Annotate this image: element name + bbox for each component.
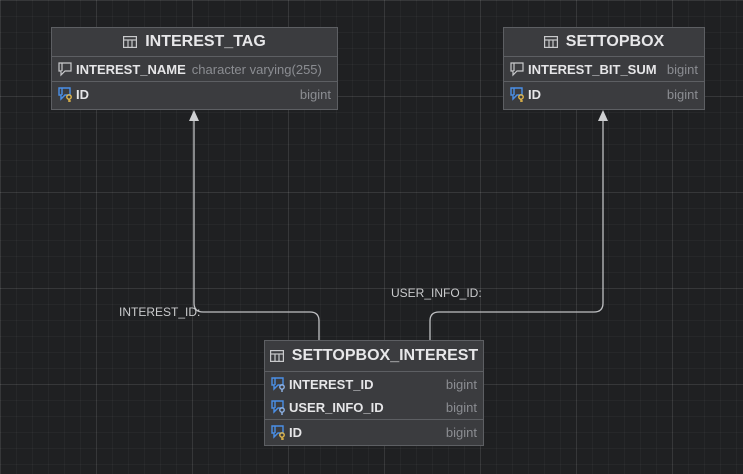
relation-line-settopbox[interactable]: [429, 120, 604, 340]
foreign-key-icon: [269, 375, 287, 393]
table-icon: [543, 36, 558, 48]
relation-arrow-interest-tag: [189, 110, 199, 121]
column-row[interactable]: ID bigint: [265, 421, 483, 443]
column-type: bigint: [445, 399, 477, 415]
column-name: ID: [76, 86, 89, 102]
table-icon: [269, 350, 284, 362]
entity-title: SETTOPBOX: [565, 33, 665, 50]
entity-interest-tag[interactable]: INTEREST_TAG INTEREST_NAME character var…: [51, 27, 338, 110]
column-icon: [508, 60, 526, 78]
entity-header[interactable]: INTEREST_TAG: [52, 28, 337, 57]
relation-label-interest-id: INTEREST_ID:: [119, 305, 201, 319]
column-name: INTEREST_BIT_SUM: [528, 61, 657, 77]
column-type: bigint: [445, 424, 477, 440]
column-type: character varying(255): [191, 61, 322, 77]
primary-key-icon: [56, 85, 74, 103]
column-type: bigint: [666, 86, 698, 102]
relation-arrow-settopbox: [598, 110, 608, 121]
entity-settopbox[interactable]: SETTOPBOX INTEREST_BIT_SUM bigint ID big…: [503, 27, 705, 110]
foreign-key-icon: [269, 398, 287, 416]
entity-title: INTEREST_TAG: [145, 33, 266, 50]
relation-label-user-info-id: USER_INFO_ID:: [391, 286, 482, 300]
column-name: USER_INFO_ID: [289, 399, 384, 415]
column-row[interactable]: ID bigint: [52, 83, 337, 105]
column-name: ID: [528, 86, 541, 102]
column-type: bigint: [445, 376, 477, 392]
column-type: bigint: [666, 61, 698, 77]
column-type: bigint: [299, 86, 331, 102]
column-row[interactable]: INTEREST_NAME character varying(255): [52, 58, 337, 80]
column-icon: [56, 60, 74, 78]
entity-settopbox-interest[interactable]: SETTOPBOX_INTEREST INTEREST_ID bigint US…: [264, 340, 484, 446]
column-row[interactable]: INTEREST_BIT_SUM bigint: [504, 58, 704, 80]
primary-key-icon: [269, 423, 287, 441]
column-row[interactable]: ID bigint: [504, 83, 704, 105]
column-row[interactable]: INTEREST_ID bigint: [265, 373, 483, 395]
table-icon: [123, 36, 138, 48]
column-row[interactable]: USER_INFO_ID bigint: [265, 396, 483, 418]
entity-header[interactable]: SETTOPBOX: [504, 28, 704, 57]
column-name: INTEREST_ID: [289, 376, 374, 392]
relation-line-interest-tag[interactable]: [193, 120, 320, 340]
primary-key-icon: [508, 85, 526, 103]
entity-header[interactable]: SETTOPBOX_INTEREST: [265, 341, 483, 372]
entity-title: SETTOPBOX_INTEREST: [291, 347, 479, 364]
column-name: ID: [289, 424, 302, 440]
column-name: INTEREST_NAME: [76, 61, 186, 77]
